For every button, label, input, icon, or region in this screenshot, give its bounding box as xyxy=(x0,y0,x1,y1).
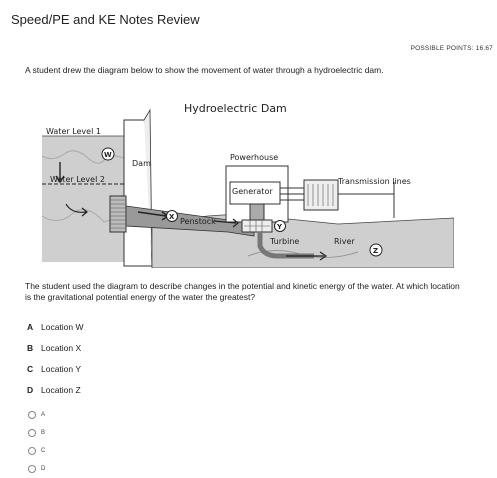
option-letter: A xyxy=(27,321,34,332)
label-turbine: Turbine xyxy=(269,237,299,246)
option-letter: C xyxy=(27,363,34,374)
transformer xyxy=(303,179,339,211)
marker-w: W xyxy=(104,151,112,159)
answer-radio-a[interactable]: A xyxy=(28,406,45,424)
answer-label: A xyxy=(41,412,46,418)
intake-arrow xyxy=(65,203,87,213)
penstock-arrow xyxy=(137,211,167,217)
marker-z-circle xyxy=(369,243,383,257)
option-text: Location Y xyxy=(41,363,82,374)
hydroelectric-dam-diagram: Hydroelectric Dam Water Level 1 Water Le… xyxy=(41,102,454,268)
page-title: Speed/PE and KE Notes Review xyxy=(11,12,200,27)
answer-radio-b[interactable]: B xyxy=(28,424,45,442)
label-water-level-2: Water Level 2 xyxy=(50,175,105,184)
marker-w-circle xyxy=(101,147,115,161)
label-water-level-1: Water Level 1 xyxy=(46,127,101,136)
label-river: River xyxy=(334,237,355,246)
label-transmission: Transmission lines xyxy=(337,177,411,186)
option-list: A Location W B Location X C Location Y D… xyxy=(27,316,84,400)
answer-radio-group: A B C D xyxy=(28,406,45,478)
transmission-wires xyxy=(280,187,304,201)
marker-y-circle xyxy=(274,220,286,232)
question-text: A student drew the diagram below to show… xyxy=(25,65,384,75)
radio-circle[interactable] xyxy=(28,429,36,437)
label-penstock: Penstock xyxy=(180,217,216,226)
option-d: D Location Z xyxy=(27,379,84,400)
label-generator: Generator xyxy=(232,187,273,196)
label-dam: Dam xyxy=(132,159,151,168)
answer-label: C xyxy=(41,448,46,454)
option-text: Location Z xyxy=(41,384,81,395)
outflow-pipe xyxy=(257,232,314,259)
answer-label: B xyxy=(41,430,46,436)
diagram-title: Hydroelectric Dam xyxy=(184,102,287,115)
label-powerhouse: Powerhouse xyxy=(230,153,278,162)
radio-circle[interactable] xyxy=(28,465,36,473)
answer-radio-c[interactable]: C xyxy=(28,442,45,460)
option-letter: B xyxy=(27,342,34,353)
radio-circle[interactable] xyxy=(28,411,36,419)
option-a: A Location W xyxy=(27,316,84,337)
option-text: Location W xyxy=(41,321,84,332)
answer-label: D xyxy=(41,466,46,472)
marker-x: X xyxy=(169,213,175,221)
penstock-arrow-2 xyxy=(213,220,237,224)
marker-y: Y xyxy=(276,223,283,231)
answer-radio-d[interactable]: D xyxy=(28,460,45,478)
radio-circle[interactable] xyxy=(28,447,36,455)
option-c: C Location Y xyxy=(27,358,84,379)
possible-points: POSSIBLE POINTS: 16.67 xyxy=(410,45,493,52)
option-letter: D xyxy=(27,384,34,395)
marker-x-circle xyxy=(166,210,178,222)
marker-z: Z xyxy=(373,247,378,255)
option-text: Location X xyxy=(41,342,82,353)
followup-question: The student used the diagram to describe… xyxy=(25,281,460,302)
option-b: B Location X xyxy=(27,337,84,358)
intake-grate xyxy=(109,195,127,233)
